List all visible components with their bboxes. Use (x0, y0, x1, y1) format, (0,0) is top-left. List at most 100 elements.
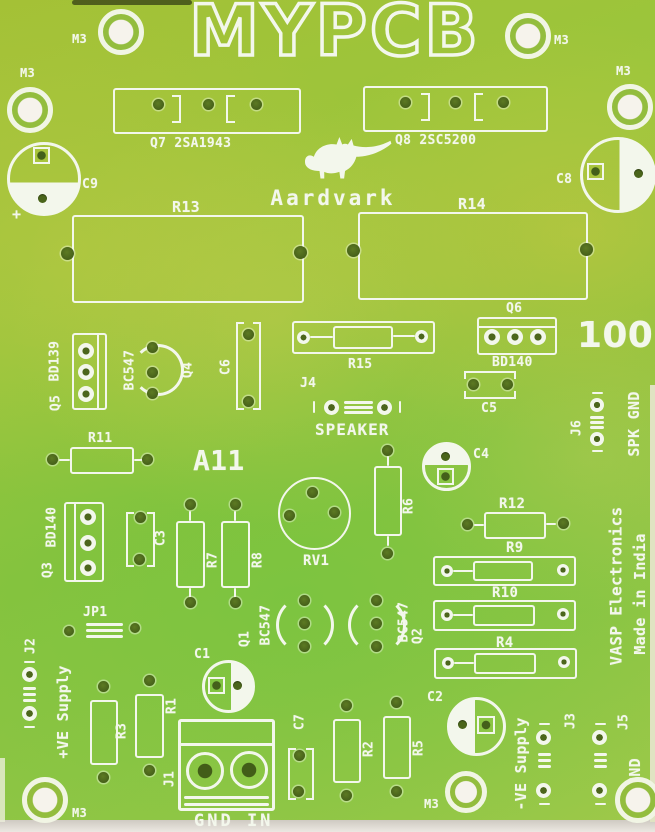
trace (453, 570, 473, 572)
footprint-q6 (477, 317, 557, 355)
footprint-q7-mark (172, 95, 181, 123)
hole (243, 329, 254, 340)
footprint-j1-line (184, 796, 269, 799)
tick (24, 661, 35, 663)
footprint-r12 (484, 512, 546, 539)
mount-hole-top-left-inner (98, 9, 144, 55)
footprint-r3 (90, 700, 118, 765)
hole (400, 97, 411, 108)
footprint-r13 (72, 215, 304, 303)
footprint-r4-body (474, 653, 536, 674)
pad (507, 329, 523, 345)
footprint-r10-body (473, 605, 535, 626)
mount-label-m3: M3 (424, 797, 440, 811)
trace (387, 536, 389, 546)
photo-edge-bottom (0, 820, 655, 832)
hole (203, 99, 214, 110)
hole (147, 367, 158, 378)
trace (454, 662, 474, 664)
trace (538, 753, 551, 756)
hole (502, 379, 513, 390)
label-j5: J5 (616, 713, 632, 731)
footprint-r4 (434, 648, 577, 679)
hole (153, 99, 164, 110)
hole (391, 786, 402, 797)
label-rv1: RV1 (303, 553, 330, 569)
pad (78, 386, 94, 402)
trace (23, 687, 36, 690)
footprint-r11 (70, 447, 134, 474)
label-q2-part: BC547 (396, 601, 412, 643)
trace (344, 401, 373, 404)
label-r9: R9 (506, 540, 524, 556)
hole (47, 454, 58, 465)
trace (538, 759, 551, 762)
mount-hole-left-edge (7, 87, 53, 133)
label-q3: Q3 (40, 561, 56, 579)
trace (86, 635, 123, 638)
hole (230, 597, 241, 608)
mount-hole-bottom-left (22, 777, 68, 823)
footprint-q4 (132, 344, 184, 396)
footprint-c6 (253, 322, 261, 410)
hole (462, 519, 473, 530)
pad (80, 560, 96, 576)
hole (147, 342, 158, 353)
footprint-c5 (464, 371, 516, 379)
footprint-c7 (306, 748, 314, 800)
pad (22, 667, 37, 682)
pad (590, 398, 604, 412)
hole (371, 641, 382, 652)
hole (294, 750, 305, 761)
hole (299, 641, 310, 652)
hole (61, 247, 74, 260)
hole (98, 681, 109, 692)
pad (297, 331, 310, 344)
trace (474, 524, 484, 526)
photo-shadow-top (72, 0, 192, 5)
hole (371, 595, 382, 606)
label-j6: J6 (569, 419, 585, 437)
mount-hole-bottom-right (615, 777, 655, 823)
label-r11: R11 (88, 431, 113, 446)
hole (468, 379, 479, 390)
footprint-j1-line (184, 803, 269, 806)
footprint-j1 (178, 719, 275, 811)
label-c6: C6 (218, 358, 234, 376)
hole (144, 765, 155, 776)
photo-edge-left (0, 758, 5, 822)
trace (594, 765, 607, 768)
hole (134, 554, 145, 565)
mount-hole-right-edge (607, 84, 653, 130)
label-maker-2: Made in India (631, 533, 649, 655)
trace (590, 421, 604, 424)
trace (594, 759, 607, 762)
footprint-c3 (147, 512, 155, 567)
trace (86, 629, 123, 632)
pad (530, 329, 546, 345)
hole (307, 487, 318, 498)
label-c1: C1 (194, 647, 211, 662)
pad (590, 432, 604, 446)
mount-label-m3: M3 (72, 806, 88, 820)
mount-hole-top-right-inner (505, 13, 551, 59)
pad (484, 329, 500, 345)
hole (634, 169, 643, 178)
footprint-c7 (288, 748, 296, 800)
label-r4: R4 (496, 635, 514, 651)
trace (234, 511, 236, 521)
tick (313, 401, 315, 413)
label-c7: C7 (292, 713, 308, 731)
footprint-c5 (464, 391, 516, 399)
trace (189, 588, 191, 598)
tick (24, 726, 35, 728)
hole (498, 97, 509, 108)
label-c9-plus: + (12, 205, 22, 223)
tick (595, 723, 606, 725)
label-r15: R15 (348, 357, 373, 372)
hole (558, 518, 569, 529)
board-title: MYPCB (188, 0, 481, 74)
trace (590, 416, 604, 419)
hole (243, 396, 254, 407)
trace (59, 459, 70, 461)
